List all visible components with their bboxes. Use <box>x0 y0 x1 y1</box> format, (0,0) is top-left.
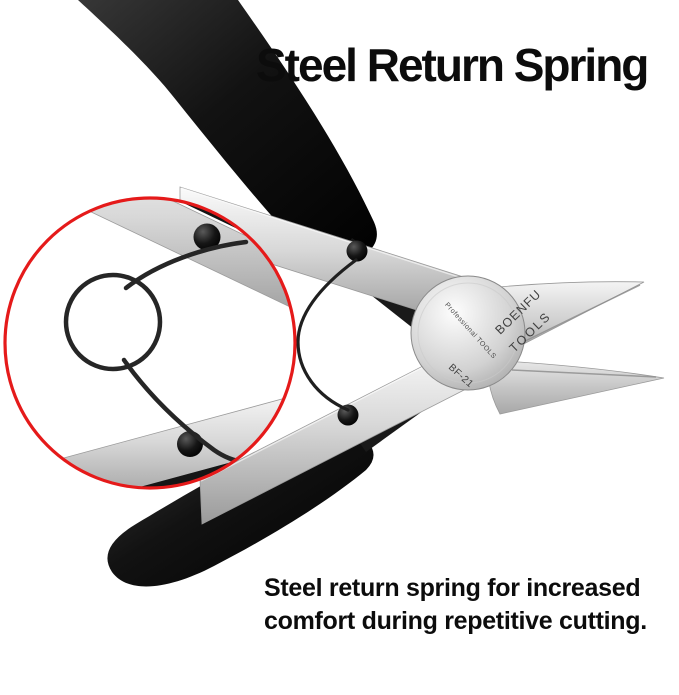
upper-spring-rivet <box>346 240 368 262</box>
caption-line-2: comfort during repetitive cutting. <box>264 607 647 635</box>
caption: Steel return spring for increased comfor… <box>264 572 647 638</box>
lens-spring-lower-arm <box>121 357 247 465</box>
lens-spring-upper-arm <box>123 239 249 291</box>
upper-arm-plate-highlight <box>180 187 469 281</box>
magnifier-red-ring <box>3 196 297 490</box>
lower-spring-rivet <box>337 404 359 426</box>
lens-upper-plate <box>19 198 295 327</box>
upper-jaw-bevel <box>514 284 641 347</box>
lower-jaw-blade <box>487 359 665 415</box>
upper-handle-grip <box>54 0 377 273</box>
lower-arm-plate-highlight <box>200 344 467 482</box>
lens-lower-rivet <box>177 431 203 457</box>
pivot-boss <box>410 275 526 391</box>
pivot-boss-ring <box>417 282 519 384</box>
lower-jaw-bevel <box>511 369 657 378</box>
return-spring-wire <box>296 258 358 412</box>
lens-upper-rivet <box>193 223 221 251</box>
page-title: Steel Return Spring <box>256 39 649 91</box>
lens-spring-loop <box>63 272 163 372</box>
caption-line-1: Steel return spring for increased <box>264 574 641 602</box>
wire-cutter-pliers: BOENFU TOOLS Professional TOOLS BF-21 <box>54 0 665 587</box>
